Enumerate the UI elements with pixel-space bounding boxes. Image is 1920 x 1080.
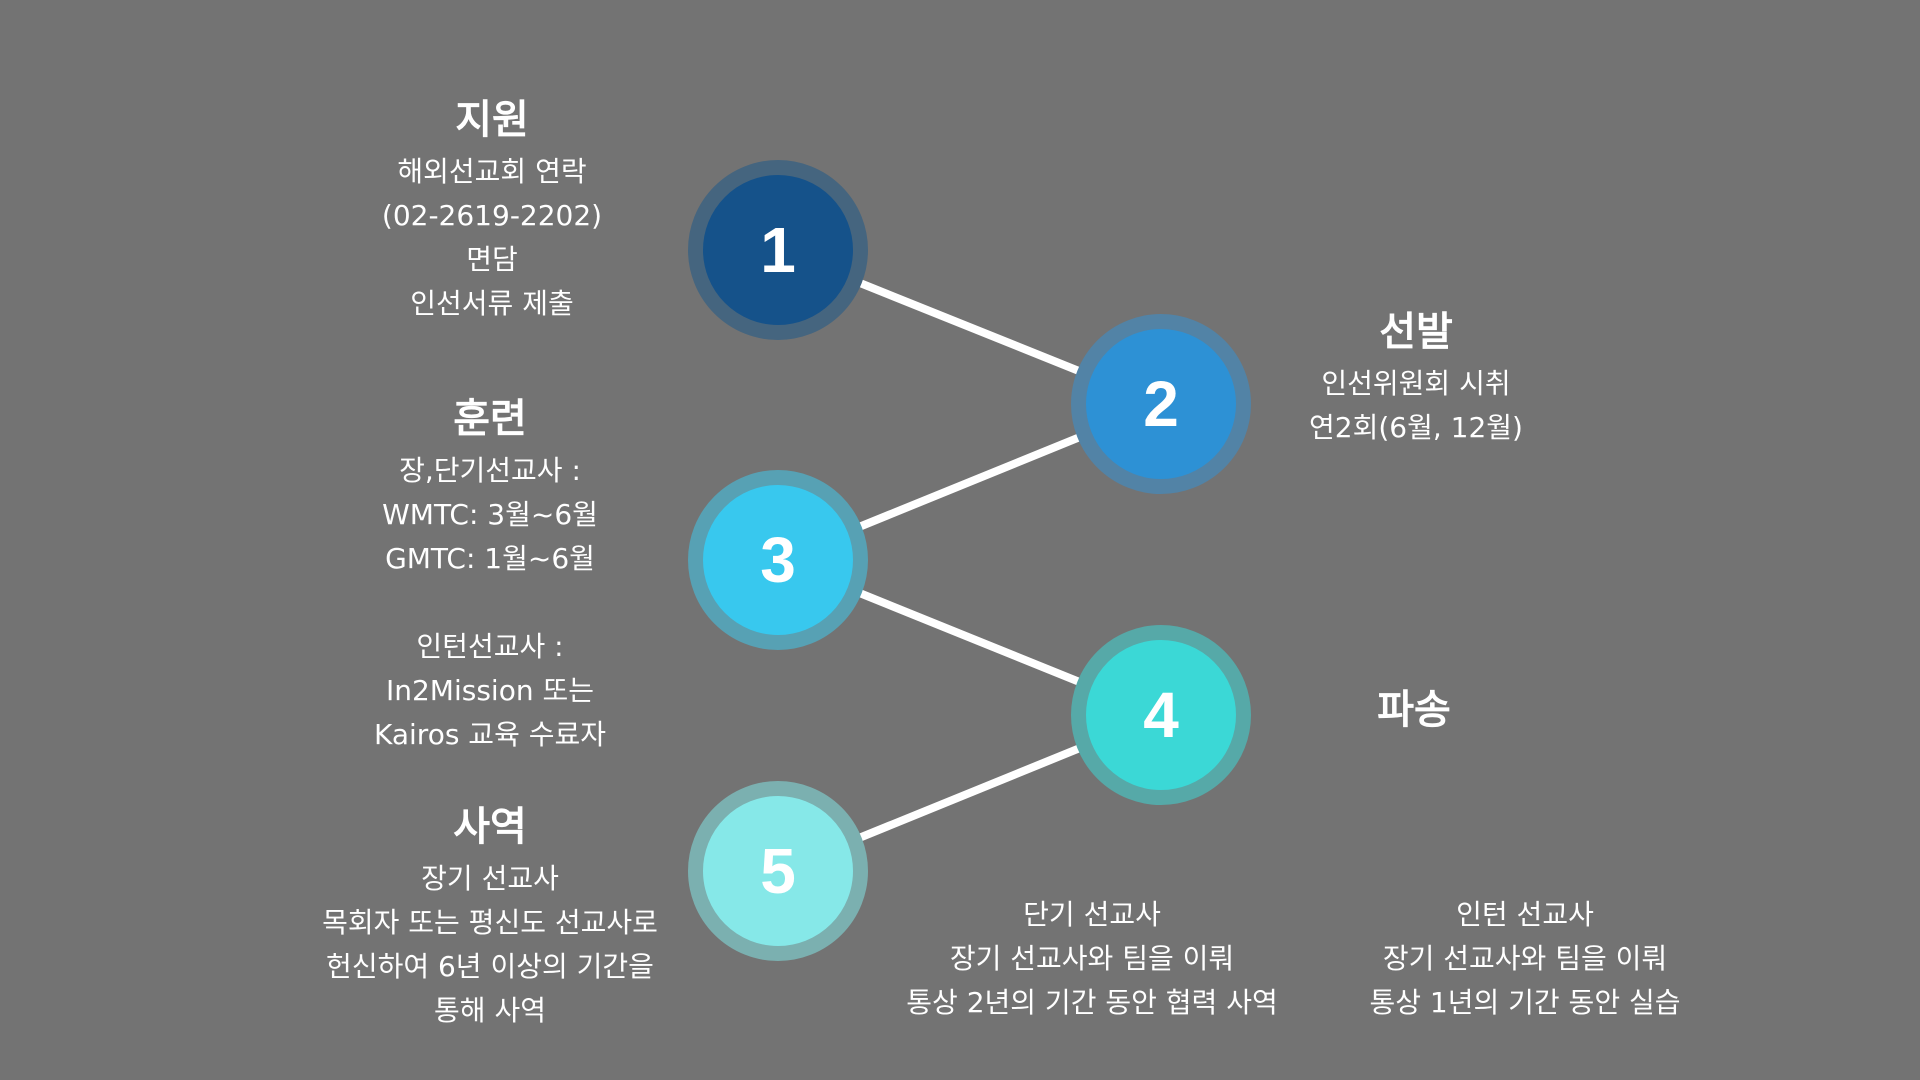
section-line: 장기 선교사	[421, 862, 559, 895]
section-line: 연2회(6월, 12월)	[1309, 411, 1523, 444]
section-title: 사역	[453, 804, 527, 850]
section-line: (02-2619-2202)	[381, 199, 603, 232]
step-circle-5: 5	[688, 781, 868, 961]
section-line: 면담	[466, 243, 518, 276]
section-title: 선발	[1379, 309, 1453, 355]
section-line: 통해 사역	[434, 994, 546, 1027]
step-number: 1	[760, 214, 796, 286]
step-number: 2	[1143, 368, 1179, 440]
section-title: 지원	[455, 97, 529, 143]
section-line: GMTC: 1월~6월	[385, 542, 595, 575]
intern-section: 인턴 선교사 장기 선교사와 팀을 이뤄 통상 1년의 기간 동안 실습	[1369, 893, 1680, 1025]
section-line: 장기 선교사와 팀을 이뤄	[1382, 942, 1668, 975]
step-number: 3	[760, 524, 796, 596]
section-title: 파송	[1377, 687, 1451, 733]
section-line: 통상 1년의 기간 동안 실습	[1369, 986, 1681, 1019]
support-section: 지원 해외선교회 연락 (02-2619-2202) 면담 인선서류 제출	[382, 90, 602, 326]
short-term-section: 단기 선교사 장기 선교사와 팀을 이뤄 통상 2년의 기간 동안 협력 사역	[906, 893, 1277, 1025]
step-circle-1: 1	[688, 160, 868, 340]
section-line: 장기 선교사와 팀을 이뤄	[949, 942, 1235, 975]
section-line: Kairos 교육 수료자	[373, 718, 607, 751]
section-line: 단기 선교사	[1023, 898, 1161, 931]
section-line: WMTC: 3월~6월	[382, 498, 598, 531]
section-line: 인턴선교사 :	[416, 630, 564, 663]
ministry-section: 사역 장기 선교사 목회자 또는 평신도 선교사로 헌신하여 6년 이상의 기간…	[322, 797, 658, 1033]
section-line: 통상 2년의 기간 동안 협력 사역	[906, 986, 1278, 1019]
section-line: 목회자 또는 평신도 선교사로	[322, 906, 658, 939]
section-title: 훈련	[453, 396, 527, 442]
step-circle-3: 3	[688, 470, 868, 650]
section-line: In2Mission 또는	[385, 674, 594, 707]
section-line: 장,단기선교사 :	[399, 454, 581, 487]
training-section: 훈련 장,단기선교사 : WMTC: 3월~6월 GMTC: 1월~6월 인턴선…	[374, 389, 606, 757]
step-circle-2: 2	[1071, 314, 1251, 494]
step-number: 4	[1143, 679, 1179, 751]
step-circle-4: 4	[1071, 625, 1251, 805]
section-line: 인선위원회 시취	[1321, 367, 1511, 400]
section-line: 인선서류 제출	[410, 287, 574, 320]
section-line: 해외선교회 연락	[397, 155, 587, 188]
section-line: 인턴 선교사	[1456, 898, 1594, 931]
section-line: 헌신하여 6년 이상의 기간을	[326, 950, 654, 983]
step-number: 5	[760, 835, 796, 907]
selection-section: 선발 인선위원회 시취 연2회(6월, 12월)	[1309, 302, 1523, 450]
dispatch-section: 파송	[1377, 680, 1451, 740]
